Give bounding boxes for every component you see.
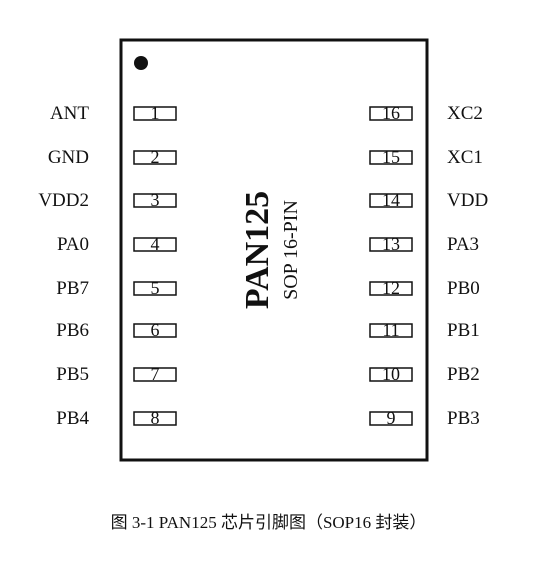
pin-12-pad [369, 281, 413, 296]
pin-6: 6 PB6 [56, 320, 177, 341]
pin-9-pad [369, 411, 413, 426]
pin-7: 7 PB5 [56, 364, 177, 385]
pin-14: 14 VDD [369, 190, 488, 211]
figure-caption: 图 3-1 PAN125 芯片引脚图（SOP16 封装） [110, 513, 427, 532]
pin-2-pad [133, 150, 177, 165]
pin-13-pad [369, 237, 413, 252]
pin1-marker-dot [134, 56, 148, 70]
pin-4-label: PA0 [57, 234, 89, 255]
pin-12-number: 12 [382, 278, 400, 298]
pin-2: 2 GND [48, 147, 177, 168]
pin-5-pad [133, 281, 177, 296]
pin-3-pad [133, 193, 177, 208]
pin-10-number: 10 [382, 364, 400, 384]
pin-9-label: PB3 [447, 408, 480, 429]
pin-13-label: PA3 [447, 234, 479, 255]
pin-3-label: VDD2 [38, 190, 89, 211]
pin-1-number: 1 [151, 103, 160, 123]
pin-4-pad [133, 237, 177, 252]
pin-12-label: PB0 [447, 278, 480, 299]
pin-4-number: 4 [151, 234, 160, 254]
pin-9: 9 PB3 [369, 408, 480, 429]
pin-6-pad [133, 323, 177, 338]
chip-body [119, 38, 429, 462]
pin-6-label: PB6 [56, 320, 89, 341]
right-pins: 16 XC2 15 XC1 14 VDD 13 PA3 12 PB0 11 PB1 10 PB2 9 PB3 [369, 103, 488, 429]
pin-8-pad [133, 411, 177, 426]
pin-16-pad [369, 106, 413, 121]
chip-name: PAN125 [239, 191, 276, 309]
pin-15-label: XC1 [447, 147, 483, 168]
pin-14-pad [369, 193, 413, 208]
pin-2-label: GND [48, 147, 89, 168]
pin-16: 16 XC2 [369, 103, 483, 124]
pin-11-pad [369, 323, 413, 338]
pin-8: 8 PB4 [56, 408, 177, 429]
pin-11-number: 11 [382, 320, 399, 340]
pin-16-label: XC2 [447, 103, 483, 124]
pin-11: 11 PB1 [369, 320, 480, 341]
pin-13: 13 PA3 [369, 234, 479, 255]
pin-16-number: 16 [382, 103, 400, 123]
pin-2-number: 2 [151, 147, 160, 167]
pin-15-number: 15 [382, 147, 400, 167]
pin-15-pad [369, 150, 413, 165]
pin-3-number: 3 [151, 190, 160, 210]
pin-1-label: ANT [50, 103, 89, 124]
pin-4: 4 PA0 [57, 234, 177, 255]
pin-12: 12 PB0 [369, 278, 480, 299]
pin-7-label: PB5 [56, 364, 89, 385]
pin-11-label: PB1 [447, 320, 480, 341]
pin-10: 10 PB2 [369, 364, 480, 385]
pin-5-number: 5 [151, 278, 160, 298]
pin-7-number: 7 [151, 364, 160, 384]
pin-10-label: PB2 [447, 364, 480, 385]
pin-8-number: 8 [151, 408, 160, 428]
pin-7-pad [133, 367, 177, 382]
chip-package: SOP 16-PIN [280, 200, 302, 300]
pin-1-pad [133, 106, 177, 121]
pin-8-label: PB4 [56, 408, 89, 429]
pin-14-number: 14 [382, 190, 400, 210]
left-pins: 1 ANT 2 GND 3 VDD2 4 PA0 5 PB7 6 PB6 7 PB5 8 PB4 [38, 103, 177, 429]
pin-13-number: 13 [382, 234, 400, 254]
pin-1: 1 ANT [50, 103, 177, 124]
pin-5: 5 PB7 [56, 278, 177, 299]
pin-14-label: VDD [447, 190, 488, 211]
pin-3: 3 VDD2 [38, 190, 177, 211]
pin-9-number: 9 [387, 408, 396, 428]
pin-10-pad [369, 367, 413, 382]
pin-15: 15 XC1 [369, 147, 483, 168]
pin-5-label: PB7 [56, 278, 89, 299]
pin-6-number: 6 [151, 320, 160, 340]
